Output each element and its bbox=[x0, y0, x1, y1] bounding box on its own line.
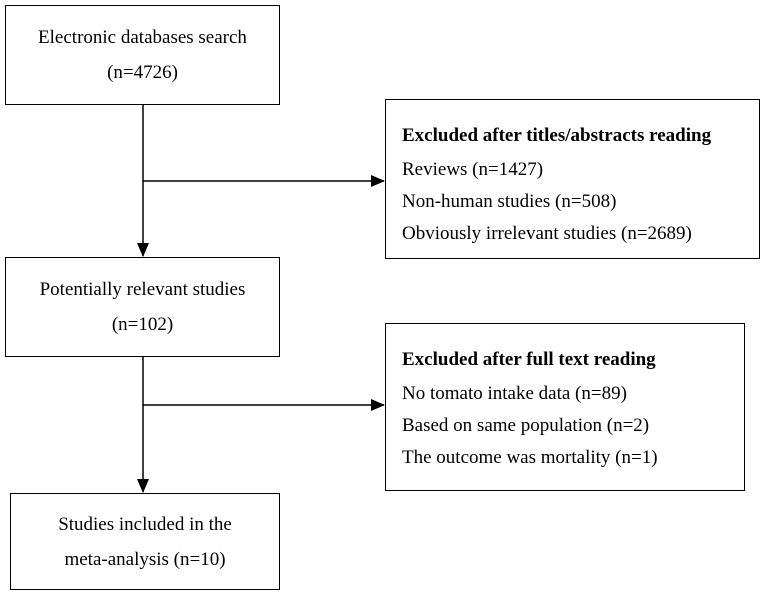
exclusion-1-item-reviews: Reviews (n=1427) bbox=[402, 159, 544, 180]
relevant-studies-title: Potentially relevant studies bbox=[39, 279, 246, 300]
exclusion-2-heading: Excluded after full text reading bbox=[402, 349, 656, 370]
exclusion-2-item-same-population: Based on same population (n=2) bbox=[402, 415, 650, 436]
relevant-studies-box: Potentially relevant studies (n=102) bbox=[5, 257, 280, 357]
exclusion-2-item-mortality: The outcome was mortality (n=1) bbox=[402, 447, 658, 468]
included-studies-box: Studies included in the meta-analysis (n… bbox=[10, 493, 280, 590]
search-box: Electronic databases search (n=4726) bbox=[5, 5, 280, 105]
search-box-title: Electronic databases search bbox=[38, 27, 247, 48]
relevant-studies-count: (n=102) bbox=[111, 314, 174, 335]
included-studies-line-1: Studies included in the bbox=[58, 513, 232, 535]
exclusion-1-heading: Excluded after titles/abstracts reading bbox=[402, 125, 712, 146]
exclusion-1-item-irrelevant: Obviously irrelevant studies (n=2689) bbox=[402, 223, 692, 244]
exclusion-1-item-non-human: Non-human studies (n=508) bbox=[402, 191, 617, 212]
exclusion-box-full-text: Excluded after full text reading No toma… bbox=[385, 323, 745, 491]
search-box-count: (n=4726) bbox=[107, 62, 178, 83]
exclusion-box-titles-abstracts: Excluded after titles/abstracts reading … bbox=[385, 99, 760, 259]
exclusion-2-item-no-intake-data: No tomato intake data (n=89) bbox=[402, 383, 627, 404]
included-studies-line-2: meta-analysis (n=10) bbox=[64, 548, 226, 570]
